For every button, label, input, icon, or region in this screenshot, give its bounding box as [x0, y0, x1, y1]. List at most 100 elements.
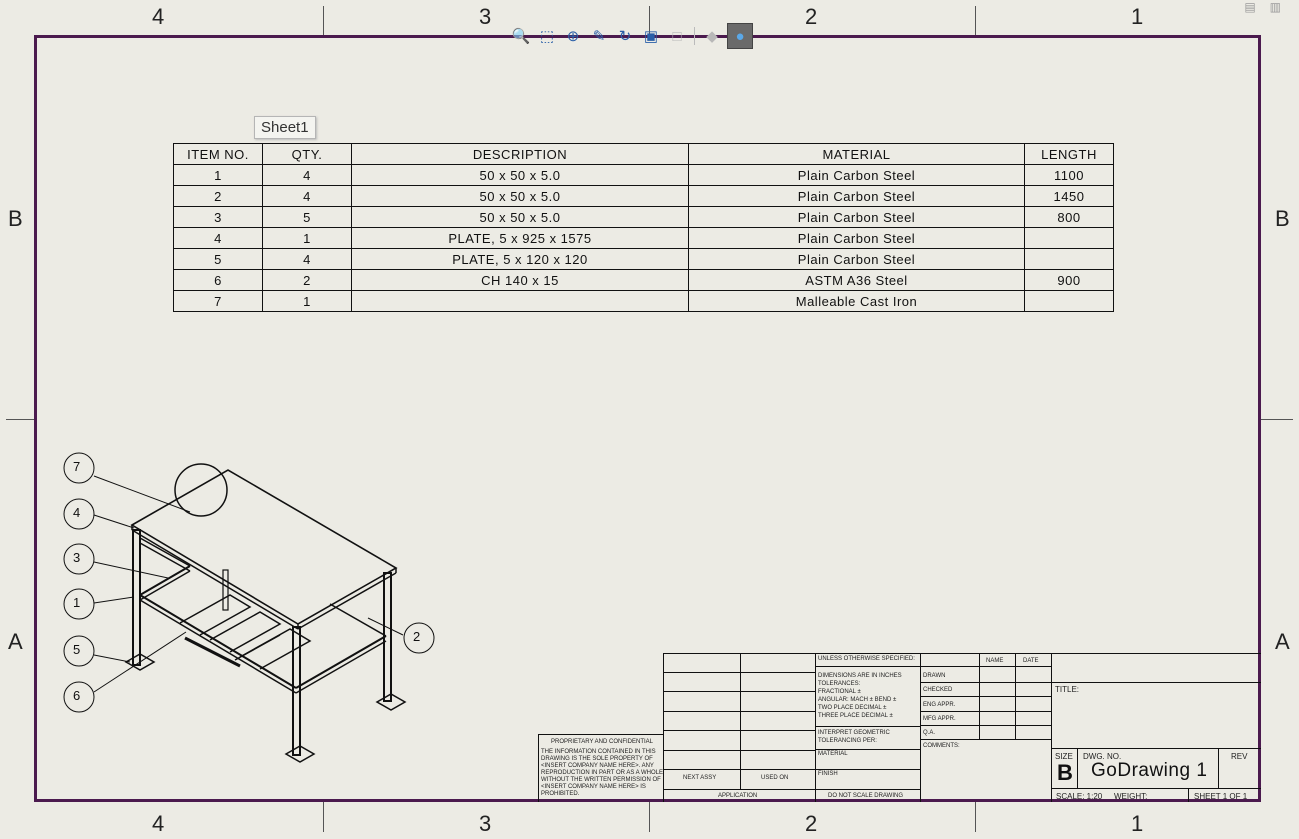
eng-appr-label: ENG APPR. — [923, 702, 956, 708]
proprietary-notice-box: PROPRIETARY AND CONFIDENTIAL THE INFORMA… — [538, 734, 663, 802]
zoom-in-out-icon[interactable]: ⊕ — [566, 28, 580, 45]
proprietary-line: DRAWING IS THE SOLE PROPERTY OF — [541, 756, 653, 762]
cell-qty: 2 — [262, 269, 352, 291]
table-row[interactable]: 7 1 Malleable Cast Iron — [173, 290, 1114, 312]
material-label: MATERIAL — [818, 751, 848, 757]
balloon-7-label[interactable]: 7 — [73, 459, 81, 474]
cell-description: PLATE, 5 x 120 x 120 — [351, 248, 689, 270]
table-header-row: ITEM NO. QTY. DESCRIPTION MATERIAL LENGT… — [173, 143, 1114, 165]
balloon-4-label[interactable]: 4 — [73, 505, 81, 520]
balloon-circle — [63, 498, 95, 530]
window-corner-controls[interactable]: ▤ ▥ — [1244, 0, 1281, 14]
proprietary-title: PROPRIETARY AND CONFIDENTIAL — [551, 739, 654, 745]
tb-line — [1188, 788, 1189, 802]
tb-line — [920, 696, 1051, 697]
bill-of-materials-table[interactable]: ITEM NO. QTY. DESCRIPTION MATERIAL LENGT… — [173, 143, 1114, 312]
size-label: SIZE — [1055, 752, 1073, 761]
zone-col-bottom-4: 4 — [152, 811, 165, 836]
zone-row-right-a: A — [1275, 629, 1290, 654]
cell-item-no: 1 — [173, 164, 263, 186]
cell-material: Plain Carbon Steel — [688, 164, 1025, 186]
tb-line — [920, 653, 921, 802]
zoom-to-area-icon[interactable]: ⬚ — [539, 28, 555, 45]
table-row[interactable]: 6 2 CH 140 x 15 ASTM A36 Steel 900 — [173, 269, 1114, 291]
expand-panel-icon[interactable]: ▥ — [1269, 0, 1281, 14]
balloon-circle — [63, 588, 95, 620]
unless-specified-label: UNLESS OTHERWISE SPECIFIED: — [818, 656, 915, 662]
angular-label: ANGULAR: MACH ± BEND ± — [818, 697, 897, 703]
title-block[interactable]: NEXT ASSY USED ON APPLICATION UNLESS OTH… — [663, 653, 1261, 802]
used-on-label: USED ON — [761, 775, 789, 781]
cell-length: 800 — [1024, 206, 1114, 228]
table-row[interactable]: 3 5 50 x 50 x 5.0 Plain Carbon Steel 800 — [173, 206, 1114, 228]
zone-row-right-b: B — [1275, 206, 1290, 231]
next-assy-label: NEXT ASSY — [683, 775, 717, 781]
tb-line — [1051, 788, 1261, 789]
appearance-icon[interactable]: ● — [727, 23, 753, 49]
rotate-icon[interactable]: ↻ — [618, 28, 632, 45]
cell-item-no: 3 — [173, 206, 263, 228]
table-row[interactable]: 4 1 PLATE, 5 x 925 x 1575 Plain Carbon S… — [173, 227, 1114, 249]
dwg-no-value[interactable]: GoDrawing 1 — [1091, 760, 1208, 781]
table-row[interactable]: 1 4 50 x 50 x 5.0 Plain Carbon Steel 110… — [173, 164, 1114, 186]
zone-tick — [1261, 419, 1293, 420]
proprietary-line: PROHIBITED. — [541, 791, 580, 797]
leader-line — [367, 617, 404, 636]
balloon-1-label[interactable]: 1 — [73, 595, 81, 610]
cell-description — [351, 290, 689, 312]
tb-line — [663, 730, 815, 731]
tb-line — [663, 789, 920, 790]
table-row[interactable]: 5 4 PLATE, 5 x 120 x 120 Plain Carbon St… — [173, 248, 1114, 270]
balloon-2-label[interactable]: 2 — [413, 629, 421, 644]
tb-line — [663, 672, 815, 673]
cell-description: CH 140 x 15 — [351, 269, 689, 291]
balloon-layer — [63, 452, 435, 713]
view-orientation-icon[interactable]: ▣ — [643, 28, 659, 45]
balloon-circle — [63, 681, 95, 713]
size-value: B — [1057, 760, 1073, 785]
foot-plate — [375, 693, 407, 711]
zone-col-top-1: 1 — [1131, 4, 1144, 29]
cell-qty: 4 — [262, 164, 352, 186]
pan-icon[interactable]: ✎ — [592, 28, 606, 45]
lower-frame — [295, 640, 387, 694]
leader-line — [93, 654, 131, 663]
table-top-edge — [297, 572, 397, 630]
zone-row-left-b: B — [8, 206, 23, 231]
cell-item-no: 6 — [173, 269, 263, 291]
tb-line — [663, 653, 1261, 654]
balloon-6-label[interactable]: 6 — [73, 688, 81, 703]
leader-line — [93, 514, 135, 529]
cell-material: Plain Carbon Steel — [688, 248, 1025, 270]
cell-qty: 4 — [262, 185, 352, 207]
tb-line — [815, 653, 816, 802]
balloon-3-label[interactable]: 3 — [73, 550, 81, 565]
tb-line — [920, 711, 1051, 712]
drawing-border — [34, 35, 1261, 802]
balloon-circle — [63, 452, 95, 484]
cell-length — [1024, 227, 1114, 249]
cell-length — [1024, 248, 1114, 270]
table-row[interactable]: 2 4 50 x 50 x 5.0 Plain Carbon Steel 145… — [173, 185, 1114, 207]
collapse-panel-icon[interactable]: ▤ — [1244, 0, 1256, 14]
display-style-icon[interactable]: □ — [672, 27, 682, 45]
hide-show-icon[interactable]: ◆ — [706, 28, 718, 45]
cell-length: 1100 — [1024, 164, 1114, 186]
proprietary-line: REPRODUCTION IN PART OR AS A WHOLE — [541, 770, 664, 776]
sheet-tab[interactable]: Sheet1 — [254, 116, 316, 139]
tb-line — [663, 750, 815, 751]
zone-tick — [649, 6, 650, 35]
title-label: TITLE: — [1055, 685, 1080, 694]
tb-line — [815, 769, 921, 770]
tb-line — [815, 749, 921, 750]
zoom-to-fit-icon[interactable]: 🔍 — [511, 28, 531, 45]
zone-tick — [975, 6, 976, 35]
cell-item-no: 7 — [173, 290, 263, 312]
balloon-5-label[interactable]: 5 — [73, 642, 81, 657]
do-not-scale-label: DO NOT SCALE DRAWING — [828, 793, 904, 799]
tb-line — [815, 726, 921, 727]
finish-label: FINISH — [818, 771, 838, 777]
drawn-label: DRAWN — [923, 673, 946, 679]
isometric-table-view[interactable] — [40, 440, 440, 770]
ball-handle — [174, 463, 228, 517]
